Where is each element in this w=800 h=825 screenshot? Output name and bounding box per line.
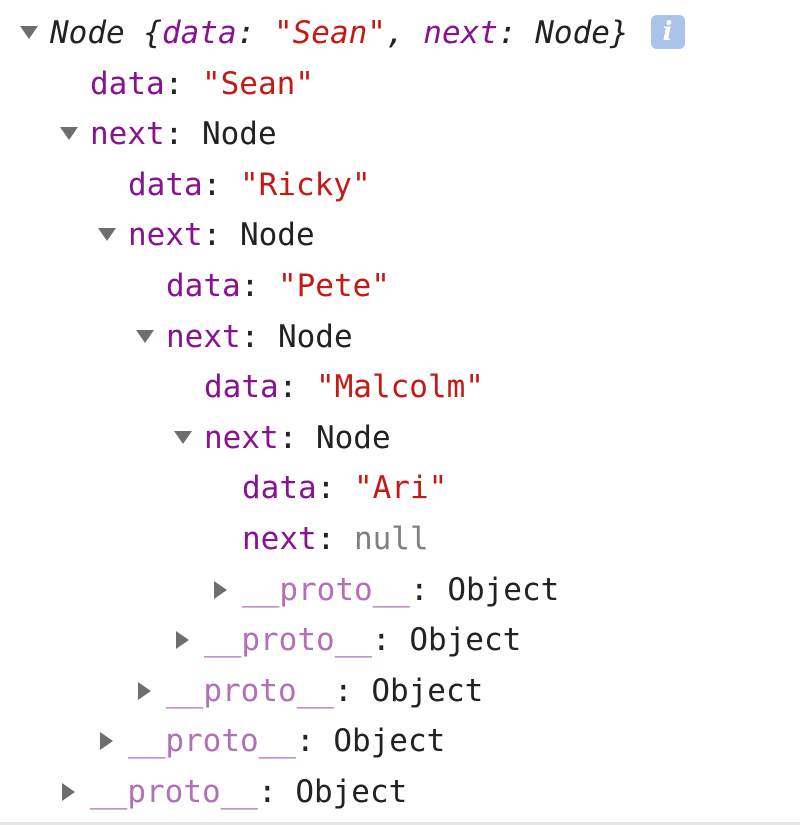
expanded-property-row[interactable]: next: Node xyxy=(0,312,800,363)
property-row: data: "Malcolm" xyxy=(0,362,800,413)
property-content: data: "Ricky" xyxy=(128,166,371,203)
property-row: data: "Pete" xyxy=(0,261,800,312)
object-tree: Node { data: "Sean", next: Node} i data: "… xyxy=(0,8,800,818)
info-icon[interactable]: i xyxy=(650,14,685,49)
summary-suffix: } xyxy=(609,15,629,51)
property-row: data: "Sean" xyxy=(0,59,800,110)
type-value: Node xyxy=(239,217,315,254)
proto-row[interactable]: __proto__: Object xyxy=(0,767,800,818)
property-content: __proto__: Object xyxy=(204,622,522,659)
root-node-row[interactable]: Node {data: "Sean", next: Node}i xyxy=(0,8,800,59)
proto-key: __proto__ xyxy=(242,571,410,608)
property-content: __proto__: Object xyxy=(242,571,560,608)
type-value: Object xyxy=(371,672,484,709)
proto-key: __proto__ xyxy=(90,773,258,810)
summary-next-value: Node xyxy=(535,15,610,51)
property-content: next: Node xyxy=(90,116,277,153)
triangle-right-icon[interactable] xyxy=(96,716,118,767)
type-value: Node xyxy=(201,116,277,153)
property-content: data: "Malcolm" xyxy=(204,369,484,406)
type-value: Object xyxy=(333,723,446,760)
triangle-down-icon[interactable] xyxy=(18,8,40,59)
property-row: next: null xyxy=(0,514,800,565)
property-content: data: "Sean" xyxy=(90,65,314,102)
proto-row[interactable]: __proto__: Object xyxy=(0,716,800,767)
property-key: data xyxy=(166,267,241,304)
string-value: "Ricky" xyxy=(239,166,371,203)
proto-key: __proto__ xyxy=(204,622,372,659)
proto-row[interactable]: __proto__: Object xyxy=(0,565,800,616)
triangle-down-icon[interactable] xyxy=(58,109,80,160)
property-key: data xyxy=(204,369,279,406)
triangle-right-icon[interactable] xyxy=(134,666,156,717)
summary-data-key: data xyxy=(161,15,237,51)
triangle-right-icon[interactable] xyxy=(58,767,80,818)
triangle-down-icon[interactable] xyxy=(172,413,194,464)
summary-prefix: Node { xyxy=(50,15,162,51)
property-content: __proto__: Object xyxy=(166,672,484,709)
property-row: data: "Ricky" xyxy=(0,160,800,211)
proto-row[interactable]: __proto__: Object xyxy=(0,666,800,717)
property-content: __proto__: Object xyxy=(90,773,408,810)
string-value: "Sean" xyxy=(201,65,314,102)
property-key: next xyxy=(204,419,279,456)
triangle-down-icon[interactable] xyxy=(134,312,156,363)
proto-key: __proto__ xyxy=(128,723,296,760)
triangle-right-icon[interactable] xyxy=(210,565,232,616)
string-value: "Pete" xyxy=(277,267,390,304)
property-key: next xyxy=(242,520,317,557)
property-key: next xyxy=(128,217,203,254)
property-content: next: Node xyxy=(128,217,315,254)
property-key: data xyxy=(90,65,165,102)
property-content: data: "Pete" xyxy=(166,267,390,304)
console-divider xyxy=(0,822,800,825)
root-node-summary: Node {data: "Sean", next: Node}i xyxy=(50,8,685,59)
type-value: Node xyxy=(277,318,353,355)
property-content: next: Node xyxy=(166,318,353,355)
property-row: data: "Ari" xyxy=(0,463,800,514)
property-key: next xyxy=(166,318,241,355)
property-content: next: null xyxy=(242,520,429,557)
type-value: Object xyxy=(447,571,560,608)
type-value: Object xyxy=(409,622,522,659)
type-value: Node xyxy=(315,419,391,456)
property-key: next xyxy=(90,116,165,153)
expanded-property-row[interactable]: next: Node xyxy=(0,210,800,261)
triangle-right-icon[interactable] xyxy=(172,615,194,666)
proto-row[interactable]: __proto__: Object xyxy=(0,615,800,666)
type-value: Object xyxy=(295,773,408,810)
property-content: data: "Ari" xyxy=(242,470,448,507)
summary-data-value: "Sean" xyxy=(273,15,386,51)
triangle-down-icon[interactable] xyxy=(96,210,118,261)
property-key: data xyxy=(242,470,317,507)
property-key: data xyxy=(128,166,203,203)
expanded-property-row[interactable]: next: Node xyxy=(0,109,800,160)
string-value: "Malcolm" xyxy=(315,369,484,406)
summary-separator: , xyxy=(385,15,424,51)
string-value: "Ari" xyxy=(353,470,448,507)
property-content: next: Node xyxy=(204,419,391,456)
summary-next-key: next xyxy=(423,15,498,51)
property-content: __proto__: Object xyxy=(128,723,446,760)
expanded-property-row[interactable]: next: Node xyxy=(0,413,800,464)
null-value: null xyxy=(353,520,429,557)
proto-key: __proto__ xyxy=(166,672,334,709)
